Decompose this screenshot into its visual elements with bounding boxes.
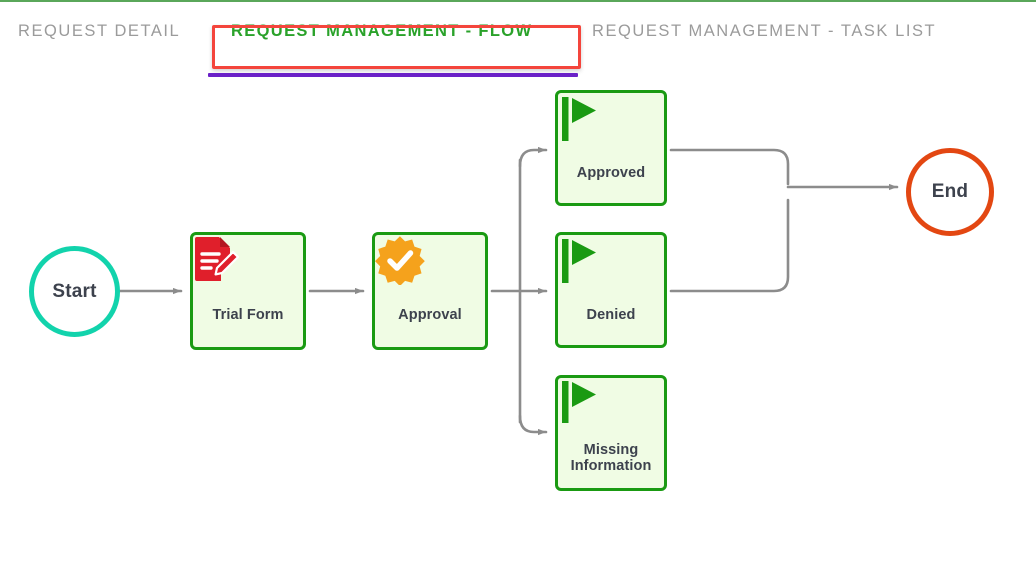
node-denied[interactable]: Denied [555, 232, 667, 348]
tab-request-management-task-list[interactable]: REQUEST MANAGEMENT - TASK LIST [592, 22, 937, 40]
tab-bar: REQUEST DETAIL REQUEST MANAGEMENT - FLOW… [0, 14, 1036, 77]
active-tab-underline [208, 73, 578, 77]
node-approved-label: Approved [576, 165, 646, 181]
tab-request-management-flow[interactable]: REQUEST MANAGEMENT - FLOW [231, 22, 533, 40]
node-end[interactable]: End [906, 148, 994, 236]
node-approval-label: Approval [398, 307, 462, 323]
node-trial-form-label: Trial Form [212, 307, 284, 323]
node-end-label: End [931, 181, 969, 202]
flow-connectors [114, 146, 899, 436]
flow-diagram-canvas: Start [0, 72, 1036, 573]
node-missing-information-label-line1: Missing [583, 442, 639, 458]
node-missing-information-label-line2: Information [570, 458, 652, 474]
node-missing-information[interactable]: Missing Information [555, 375, 667, 491]
node-denied-label: Denied [586, 307, 636, 323]
node-approval[interactable]: Approval [372, 232, 488, 350]
node-start-label: Start [52, 280, 97, 302]
node-start[interactable]: Start [29, 246, 120, 337]
node-trial-form[interactable]: Trial Form [190, 232, 306, 350]
tab-request-detail[interactable]: REQUEST DETAIL [18, 22, 181, 40]
top-accent-rule [0, 0, 1036, 2]
node-missing-information-label: Missing Information [571, 442, 652, 474]
node-approved[interactable]: Approved [555, 90, 667, 206]
